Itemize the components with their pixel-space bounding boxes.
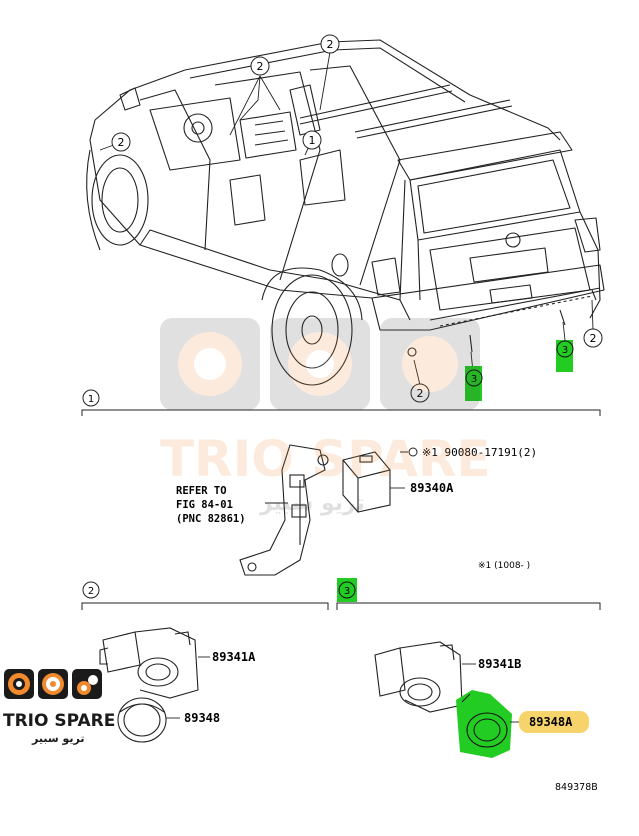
bracket-drawing (239, 444, 329, 576)
callout-label: 3 (471, 374, 477, 385)
callout-label: 3 (562, 345, 568, 356)
bolt-note: ※1 90080-17191(2) (422, 446, 537, 459)
sensor-89341B-drawing (374, 641, 463, 713)
callout-1-interior: 1 (302, 130, 322, 150)
callout-2-rear-left: 2 (410, 383, 430, 403)
part-89341B: 89341B (478, 657, 521, 671)
section-1: 1 ※1 90080-17191(2) 89340A REFER TO FI (81, 389, 601, 576)
logo-icon-right (72, 669, 102, 699)
section-2: 2 89341A 89348 (81, 581, 329, 743)
section-marker: 2 (88, 586, 94, 597)
part-89340A: 89340A (410, 481, 454, 495)
trio-spare-logo: TRIO SPARE تريو سبير (3, 669, 115, 745)
vehicle-illustration (86, 39, 605, 386)
callout-label: 2 (417, 387, 424, 400)
ecu-drawing (342, 451, 391, 513)
section-marker: 1 (88, 394, 94, 405)
callout-2-top: 2 (250, 56, 270, 76)
refer-line-1: REFER TO (176, 485, 227, 497)
footnote: ※1 (1008- ) (478, 561, 530, 571)
callout-label: 1 (309, 134, 316, 147)
logo-icon-left (4, 669, 34, 699)
watermark-brand-ar: تريو سبير (259, 491, 365, 516)
callout-2-front: 2 (111, 132, 131, 152)
part-89348A: 89348A (529, 715, 573, 729)
part-89348: 89348 (184, 711, 220, 725)
grommet-89348-drawing (117, 697, 167, 743)
grommet-89348A-drawing (456, 690, 512, 758)
callout-markers: 2 2 2 1 2 2 (111, 34, 603, 403)
callout-label: 2 (590, 332, 597, 345)
highlight-callout-3-left: 3 (465, 366, 483, 401)
logo-icon-middle (38, 669, 68, 699)
callout-label: 2 (327, 38, 334, 51)
refer-line-2: FIG 84-01 (176, 499, 233, 511)
callout-label: 2 (257, 60, 264, 73)
refer-line-3: (PNC 82861) (176, 513, 246, 525)
section-3: 3 89341B 89348A (336, 578, 601, 758)
callout-2-rear-right: 2 (583, 328, 603, 348)
part-89341A: 89341A (212, 650, 256, 664)
bolt-drawing (400, 447, 418, 457)
highlight-callout-3-right: 3 (556, 340, 574, 372)
logo-brand: TRIO SPARE (3, 711, 115, 731)
diagram-code: 849378B (555, 782, 598, 793)
part-89348A-highlight (519, 711, 589, 733)
section-marker: 3 (344, 586, 350, 597)
callout-label: 2 (118, 136, 125, 149)
callout-2-roof: 2 (320, 34, 340, 54)
sensor-89341A-drawing (99, 627, 199, 699)
watermark-brand: TRIO SPARE (160, 430, 491, 488)
watermark: TRIO SPARE تريو سبير (160, 318, 491, 516)
logo-brand-ar: تريو سبير (31, 732, 84, 745)
leader-lines (99, 51, 594, 386)
